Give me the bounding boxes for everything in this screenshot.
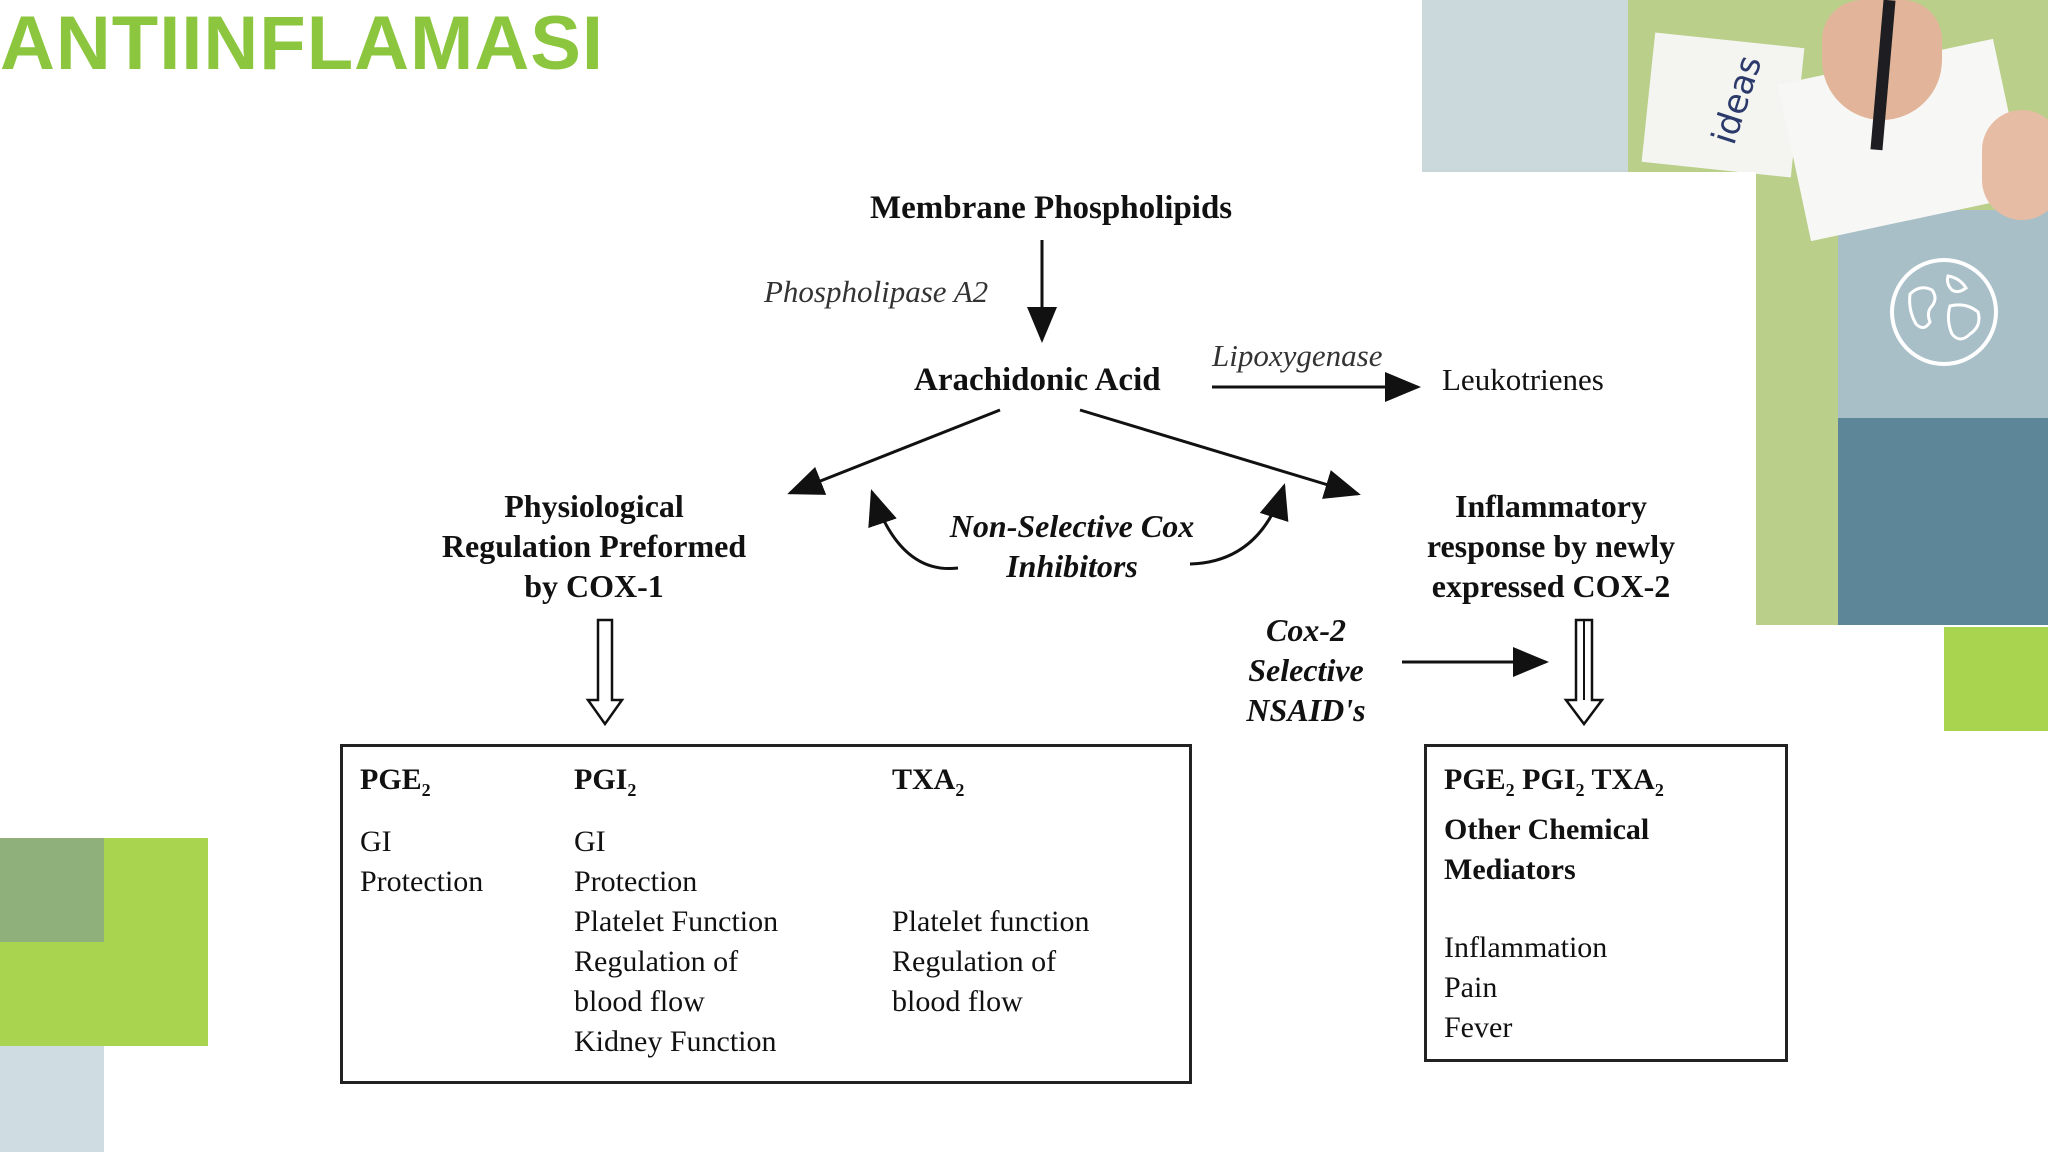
- photo-hand-right: [1982, 110, 2048, 220]
- cox2-products-head-line2: Other Chemical: [1444, 813, 1650, 846]
- label-cox2-selective-line1: Cox-2: [1266, 612, 1346, 648]
- cox1-col-pgi2-line4: Regulation of: [574, 945, 739, 978]
- node-leukotrienes: Leukotrienes: [1442, 362, 1604, 397]
- cox1-col-pge2-head: PGE2: [360, 763, 431, 800]
- cox1-col-pgi2-line3: Platelet Function: [574, 905, 779, 938]
- label-cox2-selective-line2: Selective: [1248, 652, 1364, 688]
- node-arachidonic-acid: Arachidonic Acid: [914, 362, 1161, 398]
- cox1-col-txa2-head: TXA2: [892, 763, 965, 800]
- cox2-products-text: PGE2 PGI2 TXA2 Other Chemical Mediators …: [1444, 760, 1664, 1048]
- node-membrane-phospholipids: Membrane Phospholipids: [870, 190, 1233, 226]
- cox2-products-line1: Inflammation: [1444, 931, 1608, 964]
- cox1-col-pgi2-line6: Kidney Function: [574, 1025, 777, 1058]
- cox1-col-pgi2-head: PGI2: [574, 763, 637, 800]
- cox1-col-pgi2-line5: blood flow: [574, 985, 705, 1018]
- cox1-col-pgi2: PGI2 GI Protection Platelet Function Reg…: [574, 760, 778, 1062]
- deco-green-block-right: [1944, 627, 2048, 731]
- label-non-selective-line1: Non-Selective Cox: [949, 508, 1195, 544]
- deco-paleblue-block-left: [0, 1046, 104, 1152]
- cox2-products-box: [1424, 744, 1788, 1062]
- cox1-col-pge2-line2: Protection: [360, 865, 484, 898]
- cox1-col-txa2-line1: Platelet function: [892, 905, 1090, 938]
- node-cox2-line1: Inflammatory: [1455, 488, 1647, 524]
- label-cox2-selective-nsaids: Cox-2 Selective NSAID's: [1224, 610, 1388, 730]
- label-cox2-selective-line3: NSAID's: [1246, 692, 1366, 728]
- deco-graygreen-block-left: [0, 838, 104, 942]
- cox1-col-pgi2-line1: GI: [574, 825, 606, 858]
- cox2-products-line3: Fever: [1444, 1011, 1513, 1044]
- photo-bg-steel: [1838, 418, 2048, 625]
- node-cox2-line3: expressed COX-2: [1431, 568, 1671, 604]
- cox1-col-pge2: PGE2 GI Protection: [360, 760, 483, 902]
- label-non-selective-cox: Non-Selective Cox Inhibitors: [900, 506, 1244, 586]
- cox1-col-txa2-line2: Regulation of: [892, 945, 1057, 978]
- cox1-products-box: [340, 744, 1192, 1084]
- label-phospholipase-a2: Phospholipase A2: [764, 274, 989, 309]
- cox1-col-pgi2-line2: Protection: [574, 865, 698, 898]
- photo-bg-lightsteel: [1838, 210, 2048, 418]
- cox1-col-txa2: TXA2 Platelet function Regulation of blo…: [892, 760, 1089, 1022]
- label-lipoxygenase: Lipoxygenase: [1212, 338, 1383, 373]
- node-cox1: Physiological Regulation Preformed by CO…: [420, 486, 768, 606]
- cox2-products-line2: Pain: [1444, 971, 1498, 1004]
- node-cox1-line3: by COX-1: [524, 568, 664, 604]
- cox1-col-txa2-line3: blood flow: [892, 985, 1023, 1018]
- slide-title: ANTIINFLAMASI: [0, 1, 605, 86]
- label-non-selective-line2: Inhibitors: [1006, 548, 1138, 584]
- cox2-products-head-line3: Mediators: [1444, 853, 1576, 886]
- node-cox2-line2: response by newly: [1426, 528, 1676, 564]
- node-cox1-line2: Regulation Preformed: [441, 528, 747, 564]
- photo-bg-paleblue: [1422, 0, 1628, 170]
- node-cox1-line1: Physiological: [504, 488, 684, 524]
- cox2-products-head: PGE2 PGI2 TXA2: [1444, 763, 1664, 800]
- node-cox2: Inflammatory response by newly expressed…: [1400, 486, 1702, 606]
- globe-icon: [1890, 258, 1998, 366]
- cox1-col-pge2-line1: GI: [360, 825, 392, 858]
